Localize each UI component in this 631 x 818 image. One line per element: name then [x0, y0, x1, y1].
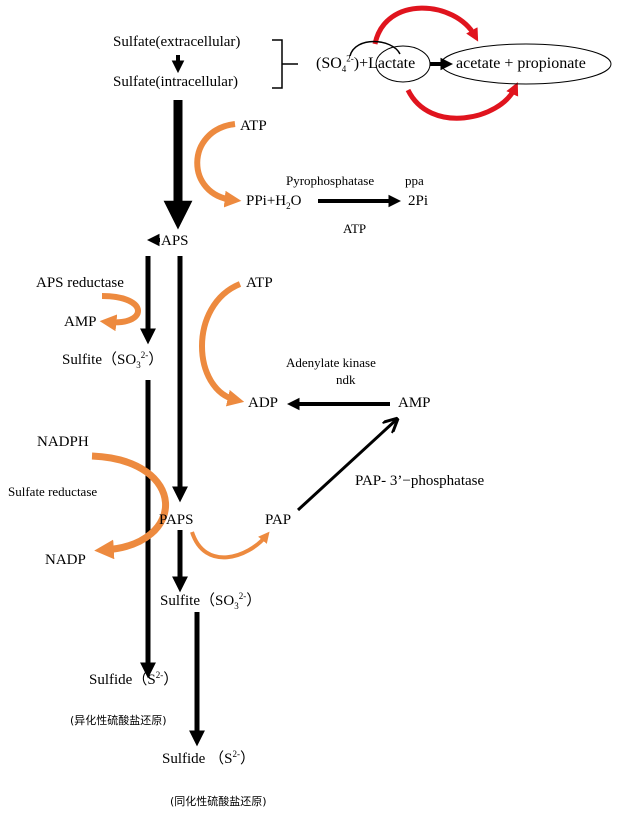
label-ppa: ppa: [405, 173, 424, 188]
sulfite-1-sub: 3: [136, 360, 141, 370]
label-sulfate-reductase: Sulfate reductase: [8, 484, 98, 499]
sulfite-1-sup: 2-: [140, 350, 149, 360]
label-atp-3: ATP: [246, 275, 273, 291]
label-pyrophosphatase: Pyrophosphatase: [286, 173, 375, 188]
label-atp-1: ATP: [240, 118, 267, 134]
sulfite-2-sub: 3: [234, 601, 239, 611]
orange-arrow-nadph-nadp: [91, 452, 170, 560]
sulfide-1-sup: 2-: [155, 670, 164, 680]
label-so4-lactate: (SO42-)+Lactate: [316, 53, 416, 75]
sulfite-2-text: Sulfite（SO: [160, 593, 235, 609]
sulfide-2-sup: 2-: [232, 749, 240, 759]
sulfide-1-close: ）: [163, 672, 179, 688]
ppi-h-text: PPi+H: [246, 193, 287, 209]
label-dissimilatory: (异化性硫酸盐还原): [70, 714, 167, 727]
lactate-text: Lactate: [368, 55, 416, 72]
label-paps: PAPS: [159, 512, 194, 528]
label-adp: ADP: [248, 395, 279, 411]
label-amp-right: AMP: [398, 395, 431, 411]
label-ndk: ndk: [336, 372, 356, 387]
label-sulfite-1: Sulfite（SO32-）: [62, 350, 164, 370]
label-sulfate-intracellular: Sulfate(intracellular): [113, 74, 238, 90]
sulfite-1-text: Sulfite（SO: [62, 352, 137, 368]
label-sulfide-1: Sulfide（S2-）: [89, 671, 178, 689]
so4-loop-arrow: [349, 40, 401, 57]
label-atp-2: ATP: [343, 221, 367, 236]
label-aps: APS: [161, 233, 189, 249]
label-nadph: NADPH: [37, 434, 89, 450]
label-ppi-h2o: PPi+H2O: [246, 192, 302, 211]
so4-sub: 4: [341, 64, 347, 75]
orange-arrow-paps-pap: [190, 531, 270, 560]
label-adenylate-kinase: Adenylate kinase: [286, 355, 376, 370]
sulfide-1-text: Sulfide（S: [89, 672, 156, 688]
arrow-pap-amp: [296, 420, 396, 512]
red-arrow-top: [372, 5, 479, 45]
sulfite-2-close: ）: [246, 593, 262, 609]
label-pap-phosphatase: PAP- 3’−phosphatase: [355, 473, 485, 489]
sulfide-2-text: Sulfide （S: [162, 751, 233, 767]
orange-arrow-amp: [99, 293, 141, 332]
sulfite-2-sup: 2-: [238, 591, 247, 601]
so4-sup: 2-: [346, 53, 354, 64]
ppi-o-text: O: [290, 193, 302, 209]
so4-close: )+: [353, 55, 369, 72]
orange-arrow-atp-adp: [199, 281, 245, 407]
label-assimilatory: (同化性硫酸盐还原): [170, 795, 267, 808]
sulfide-2-close: ）: [239, 751, 255, 767]
label-nadp: NADP: [45, 552, 86, 568]
label-sulfite-2: Sulfite（SO32-）: [160, 591, 262, 611]
label-aps-reductase: APS reductase: [36, 275, 124, 291]
so4-open: (SO: [316, 55, 342, 72]
bracket: [272, 39, 298, 89]
label-amp-left: AMP: [64, 314, 97, 330]
ppi-h2o-sub: 2: [286, 201, 291, 211]
orange-arrow-atp-ppi: [194, 121, 242, 208]
sulfite-1-close: ）: [148, 352, 164, 368]
label-sulfide-2: Sulfide （S2-）: [162, 750, 255, 768]
red-arrow-bottom: [405, 82, 519, 121]
label-sulfate-extracellular: Sulfate(extracellular): [113, 34, 241, 50]
label-acetate-propionate: acetate + propionate: [456, 55, 586, 72]
label-2pi: 2Pi: [408, 193, 429, 209]
label-pap: PAP: [265, 512, 292, 528]
